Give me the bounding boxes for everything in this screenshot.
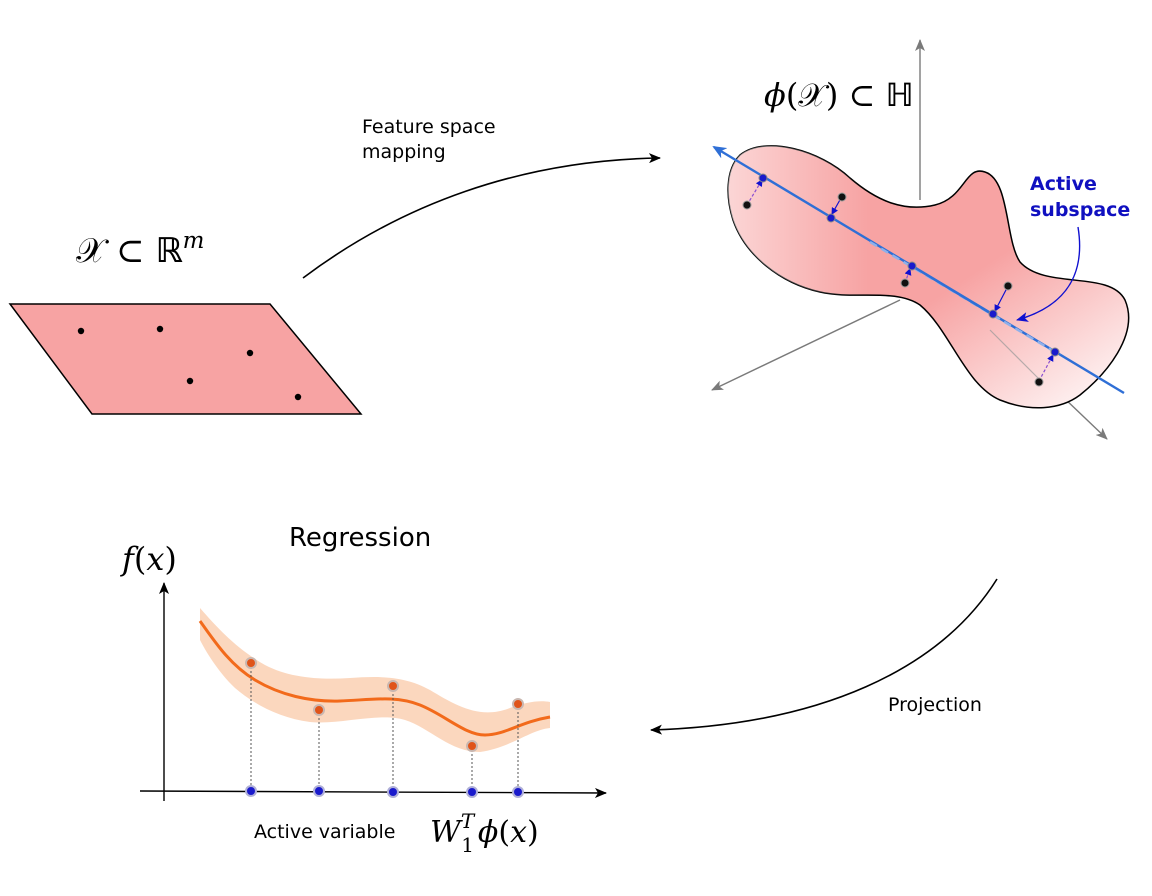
feature-space: Active subspace ϕ(𝒳) ⊂ ℍ <box>711 39 1130 440</box>
active-variable-point <box>466 786 478 798</box>
feature-mapping-arrow <box>302 153 661 279</box>
projected-point <box>1050 347 1060 357</box>
feature-point <box>742 200 752 210</box>
regression-curve <box>198 620 551 737</box>
active-subspace-label-line2: subspace <box>1030 199 1130 221</box>
regression-title: Regression <box>289 523 431 553</box>
feature-point <box>1034 377 1044 387</box>
regression-plot: Regression <box>120 523 607 857</box>
active-variable-point <box>387 786 399 798</box>
input-point <box>156 325 164 333</box>
feature-points <box>742 192 1044 387</box>
observed-point <box>313 704 325 716</box>
feature-mapping-label-line1: Feature space <box>362 116 496 138</box>
input-point <box>294 393 302 401</box>
diagonal-axis-foreground <box>989 329 1041 381</box>
active-variable-point <box>313 785 325 797</box>
input-space-label: 𝒳 ⊂ ℝm <box>76 228 204 271</box>
feature-point <box>1003 281 1013 291</box>
input-space: 𝒳 ⊂ ℝm <box>8 228 363 415</box>
active-subspace-pointer <box>1016 226 1081 322</box>
input-point <box>186 377 194 385</box>
observed-point <box>466 740 478 752</box>
projected-point <box>988 309 998 319</box>
feature-point <box>837 192 847 202</box>
active-variable-points <box>245 785 524 798</box>
projected-points <box>758 173 1060 357</box>
input-space-parallelogram <box>8 303 363 415</box>
observed-points <box>245 657 524 752</box>
drop-lines <box>250 663 519 791</box>
observed-point <box>512 698 524 710</box>
input-points <box>77 325 302 401</box>
active-variable-point <box>245 785 257 797</box>
uncertainty-band <box>200 608 550 752</box>
x-axis-label: Active variable <box>254 821 395 843</box>
observed-point <box>245 657 257 669</box>
y-axis-label: f(x) <box>120 540 177 578</box>
projected-point <box>758 173 768 183</box>
active-variable-point <box>512 786 524 798</box>
observed-point <box>387 680 399 692</box>
feature-mapping-label-line2: mapping <box>362 141 446 163</box>
active-subspace-label-line1: Active <box>1030 173 1097 195</box>
active-subspace-solid-segment <box>911 264 996 318</box>
projection-label: Projection <box>888 694 982 716</box>
input-point <box>77 327 85 335</box>
projected-point <box>826 213 836 223</box>
projection-arrow <box>650 578 998 735</box>
feature-point <box>900 278 910 288</box>
x-axis <box>139 787 607 798</box>
projected-point <box>907 261 917 271</box>
input-point <box>246 349 254 357</box>
feature-space-label: ϕ(𝒳) ⊂ ℍ <box>764 76 914 114</box>
left-axis <box>711 299 901 391</box>
